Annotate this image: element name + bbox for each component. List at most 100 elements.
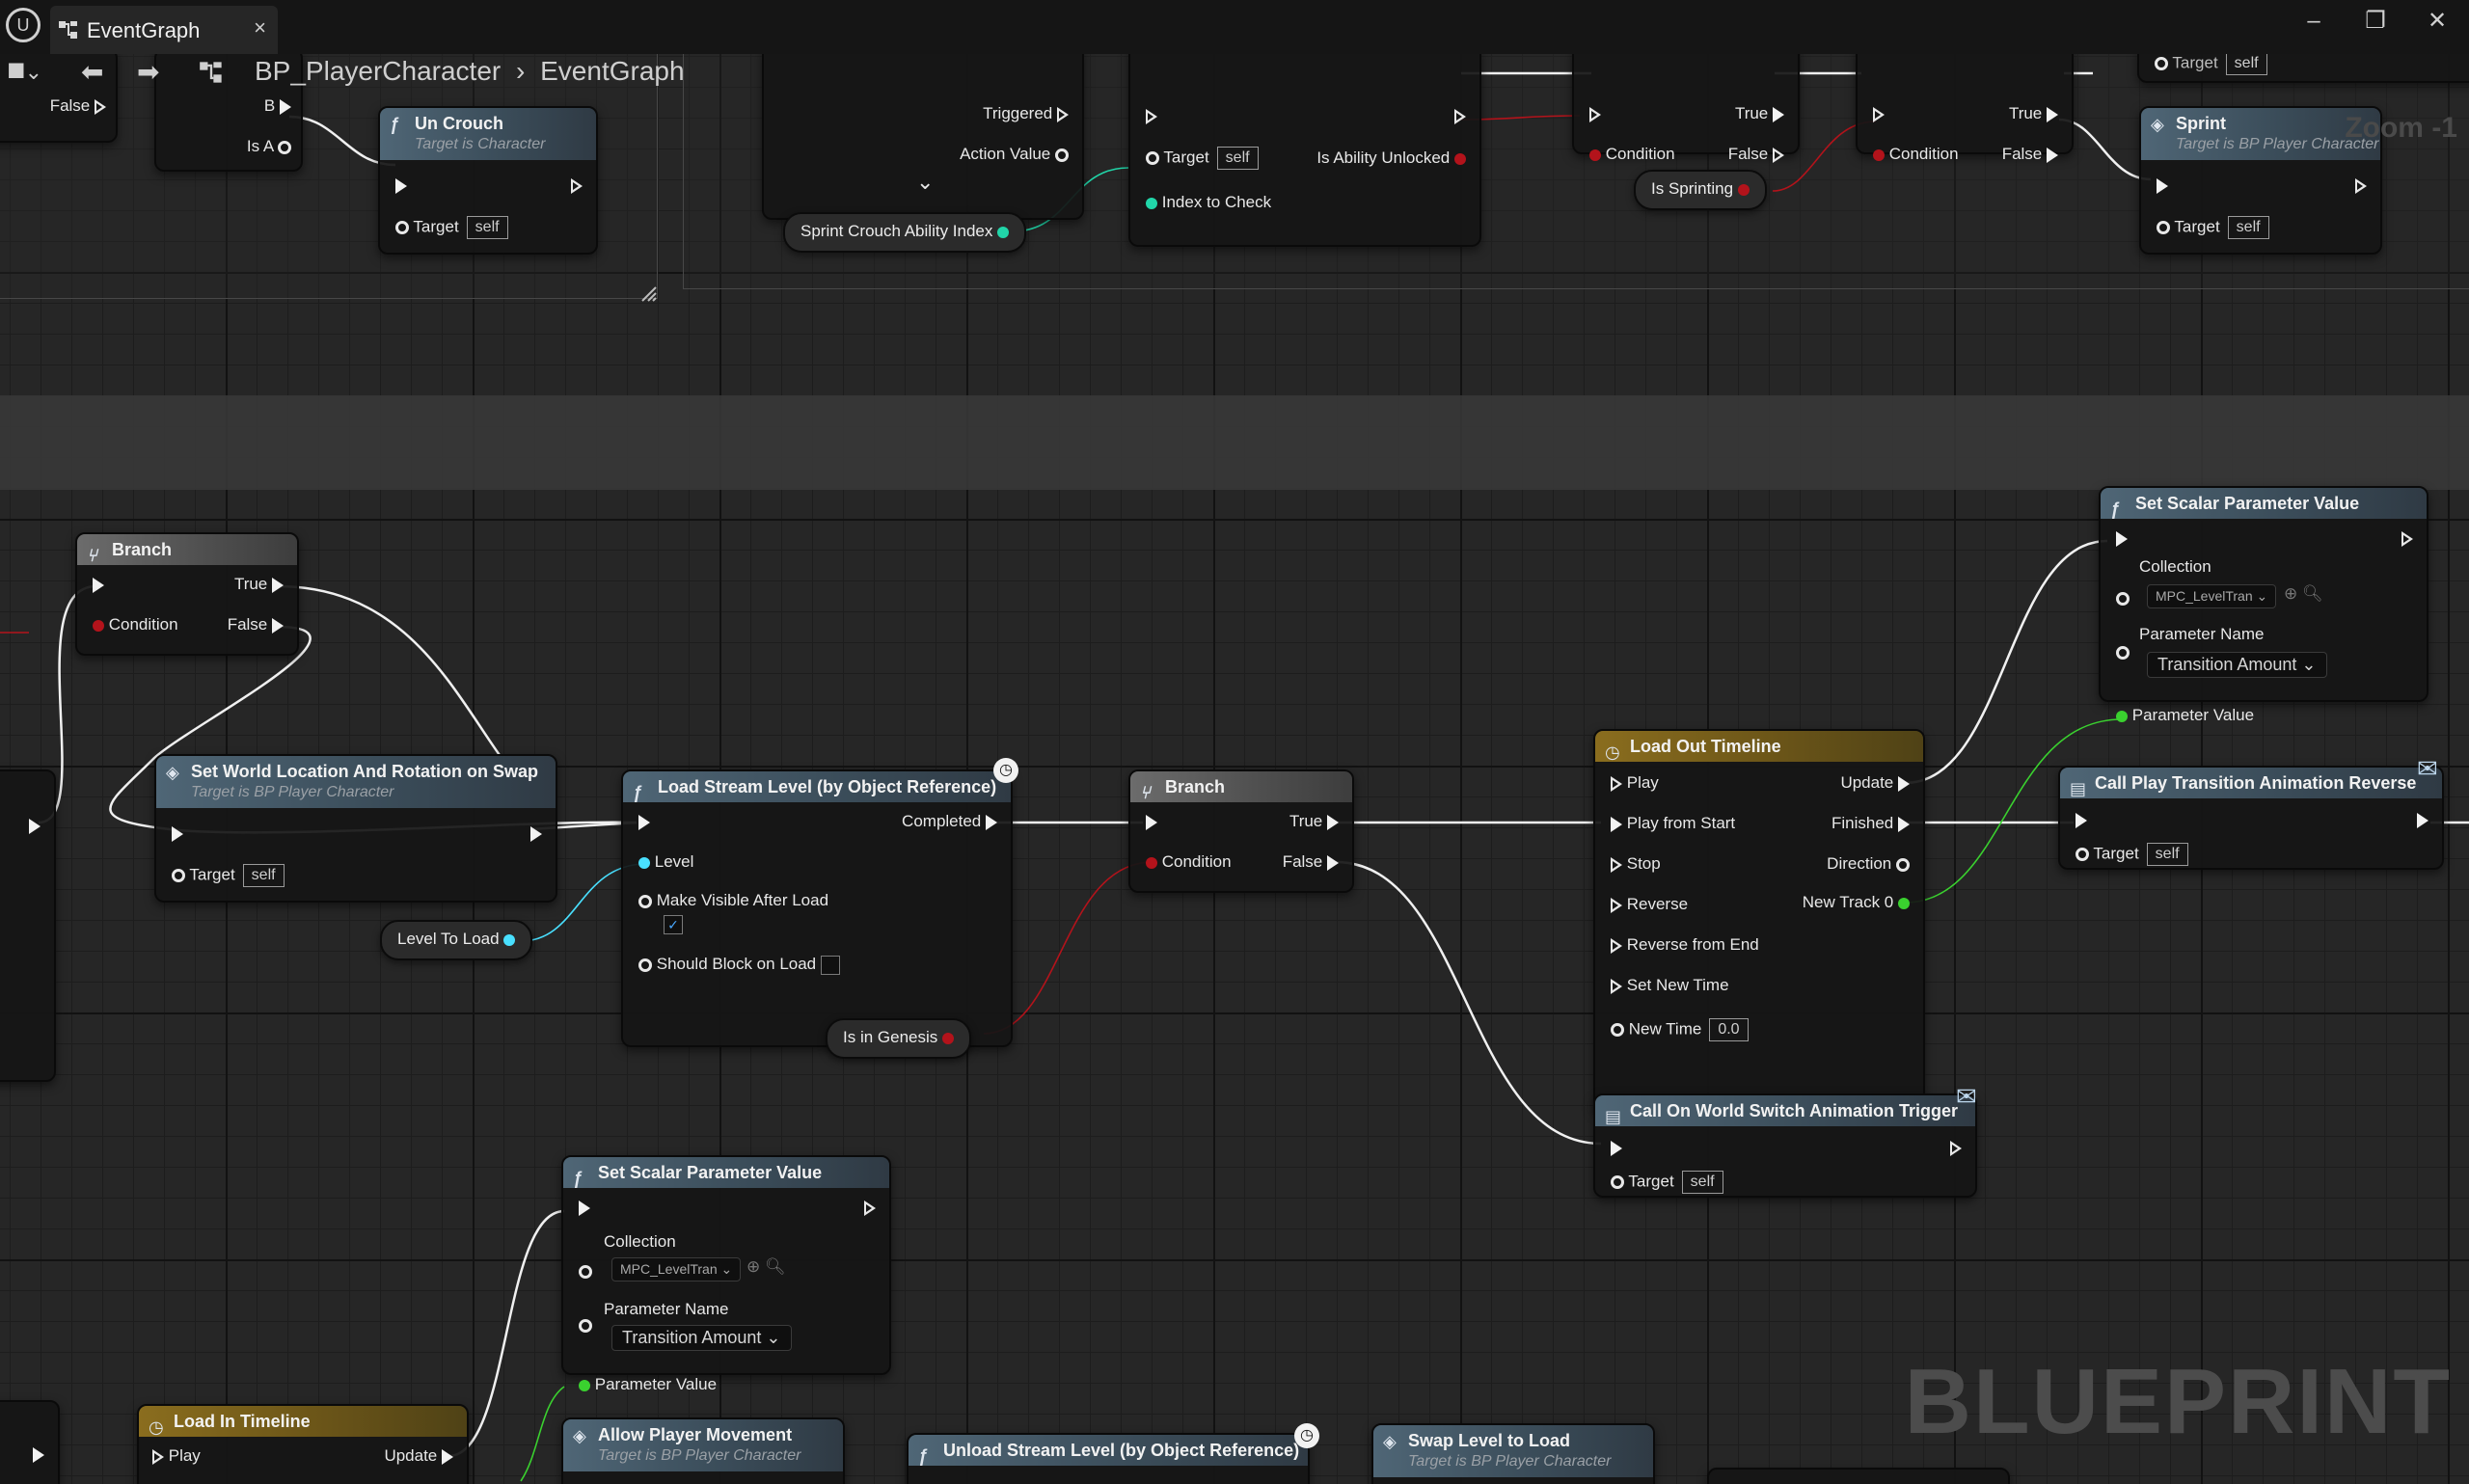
- partial-node-bottom-right[interactable]: [1707, 1468, 2010, 1484]
- browse-asset-icon[interactable]: ⊕ 🔍︎: [2284, 584, 2323, 603]
- play-pin[interactable]: Play: [152, 1446, 201, 1466]
- parameter-name-dropdown[interactable]: Transition Amount ⌄: [2147, 652, 2327, 678]
- branch-top-1[interactable]: True Condition False: [1572, 54, 1800, 163]
- exec-out-pin[interactable]: [1950, 1138, 1962, 1157]
- load-out-timeline-node[interactable]: ◷Load Out Timeline Play Play from Start …: [1593, 729, 1925, 1113]
- level-pin[interactable]: Level: [638, 852, 693, 872]
- forward-button[interactable]: ➡: [137, 57, 160, 87]
- exec-out-pin[interactable]: [2401, 528, 2413, 548]
- collection-pin[interactable]: [2116, 563, 2135, 606]
- exec-in-pin[interactable]: [1146, 106, 1157, 125]
- update-pin[interactable]: Update: [1840, 773, 1910, 793]
- should-block-pin[interactable]: Should Block on Load: [638, 955, 840, 975]
- breadcrumb-root[interactable]: BP_PlayerCharacter: [255, 56, 502, 86]
- collection-pin[interactable]: [579, 1261, 592, 1281]
- reverse-pin[interactable]: Reverse: [1611, 895, 1688, 914]
- partial-node-isa[interactable]: B Is A: [154, 54, 303, 172]
- call-play-transition-node[interactable]: ▤Call Play Transition Animation Reverse …: [2058, 766, 2444, 870]
- true-pin[interactable]: True: [1735, 104, 1784, 123]
- false-pin[interactable]: False: [1283, 852, 1339, 872]
- true-pin[interactable]: True: [1289, 812, 1339, 831]
- maximize-button[interactable]: ❐: [2365, 8, 2386, 34]
- partial-node-bottom-left[interactable]: [0, 1400, 60, 1484]
- collection-asset-select[interactable]: MPC_LevelTran ⌄: [2147, 584, 2277, 608]
- is-sprinting-variable[interactable]: Is Sprinting: [1634, 170, 1767, 210]
- reverse-from-end-pin[interactable]: Reverse from End: [1611, 935, 1759, 955]
- browse-asset-icon[interactable]: ⊕ 🔍︎: [746, 1257, 786, 1276]
- condition-pin[interactable]: Condition: [1873, 145, 1959, 164]
- set-new-time-pin[interactable]: Set New Time: [1611, 976, 1729, 995]
- unreal-logo-icon[interactable]: U: [6, 8, 41, 42]
- condition-pin[interactable]: Condition: [1589, 145, 1675, 164]
- exec-out-pin[interactable]: [1454, 106, 1466, 125]
- exec-in-pin[interactable]: [2157, 175, 2168, 195]
- false-pin[interactable]: False: [228, 615, 284, 634]
- exec-in-pin[interactable]: [638, 812, 650, 831]
- exec-out-pin[interactable]: [530, 823, 542, 843]
- set-world-location-node[interactable]: ◈Set World Location And Rotation on Swap…: [154, 754, 557, 903]
- exec-out-pin[interactable]: [864, 1198, 876, 1217]
- true-pin[interactable]: True: [234, 575, 284, 594]
- load-in-timeline-node[interactable]: ◷Load In Timeline Play Update: [137, 1404, 469, 1484]
- exec-in-pin[interactable]: [1611, 1138, 1622, 1157]
- exec-in-pin[interactable]: [579, 1198, 590, 1217]
- condition-pin[interactable]: Condition: [93, 615, 178, 634]
- close-window-button[interactable]: ✕: [2427, 8, 2448, 34]
- should-block-checkbox[interactable]: [820, 955, 840, 975]
- false-pin[interactable]: False: [50, 96, 106, 116]
- tab-close-icon[interactable]: ×: [254, 15, 266, 40]
- exec-out-pin[interactable]: [571, 175, 583, 195]
- exec-in-pin[interactable]: [2116, 528, 2128, 548]
- parameter-name-dropdown[interactable]: Transition Amount ⌄: [611, 1325, 792, 1351]
- index-to-check-pin[interactable]: Index to Check: [1146, 193, 1271, 212]
- play-from-start-pin[interactable]: Play from Start: [1611, 814, 1735, 833]
- exec-in-pin[interactable]: [1873, 104, 1885, 123]
- parameter-name-pin[interactable]: [579, 1315, 592, 1335]
- is-in-genesis-variable[interactable]: Is in Genesis: [826, 1018, 971, 1059]
- exec-out-pin[interactable]: [2355, 175, 2367, 195]
- new-time-value-box[interactable]: 0.0: [1709, 1018, 1749, 1041]
- exec-in-pin[interactable]: [395, 175, 407, 195]
- true-pin[interactable]: True: [2009, 104, 2058, 123]
- exec-in-pin[interactable]: [1146, 812, 1157, 831]
- make-visible-checkbox[interactable]: ✓: [664, 914, 683, 934]
- parameter-name-pin[interactable]: [2116, 642, 2130, 661]
- finished-pin[interactable]: Finished: [1831, 814, 1910, 833]
- play-pin[interactable]: Play: [1611, 773, 1659, 793]
- exec-out-pin[interactable]: [29, 816, 41, 835]
- exec-out-pin[interactable]: [2417, 810, 2428, 829]
- branch-node-a[interactable]: ⑂Branch True Condition False: [75, 532, 299, 656]
- exec-in-pin[interactable]: [1589, 104, 1601, 123]
- exec-in-pin[interactable]: [172, 823, 183, 843]
- stop-pin[interactable]: Stop: [1611, 854, 1661, 874]
- resize-handle-icon[interactable]: [640, 285, 658, 303]
- exec-out-pin[interactable]: [33, 1444, 44, 1464]
- tab-eventgraph[interactable]: EventGraph ×: [50, 6, 278, 54]
- expand-chevron-icon[interactable]: ⌄: [916, 170, 935, 194]
- direction-pin[interactable]: Direction: [1827, 854, 1910, 874]
- branch-node-b[interactable]: ⑂Branch True Condition False: [1128, 769, 1354, 893]
- action-value-pin[interactable]: Action Value: [960, 145, 1069, 164]
- exec-in-pin[interactable]: [93, 575, 104, 594]
- condition-pin[interactable]: Condition: [1146, 852, 1232, 872]
- completed-pin[interactable]: Completed: [902, 812, 997, 831]
- bookmark-icon[interactable]: ⯀⌄: [8, 60, 43, 84]
- make-visible-pin[interactable]: Make Visible After Load: [638, 891, 828, 910]
- parameter-value-pin[interactable]: Parameter Value: [579, 1375, 717, 1394]
- partial-node-left[interactable]: False: [0, 54, 118, 143]
- collection-asset-select[interactable]: MPC_LevelTran ⌄: [611, 1257, 742, 1282]
- triggered-pin[interactable]: Triggered: [983, 104, 1069, 123]
- b-pin[interactable]: B: [264, 96, 291, 116]
- false-pin[interactable]: False: [2002, 145, 2058, 164]
- is-a-pin[interactable]: Is A: [247, 137, 291, 156]
